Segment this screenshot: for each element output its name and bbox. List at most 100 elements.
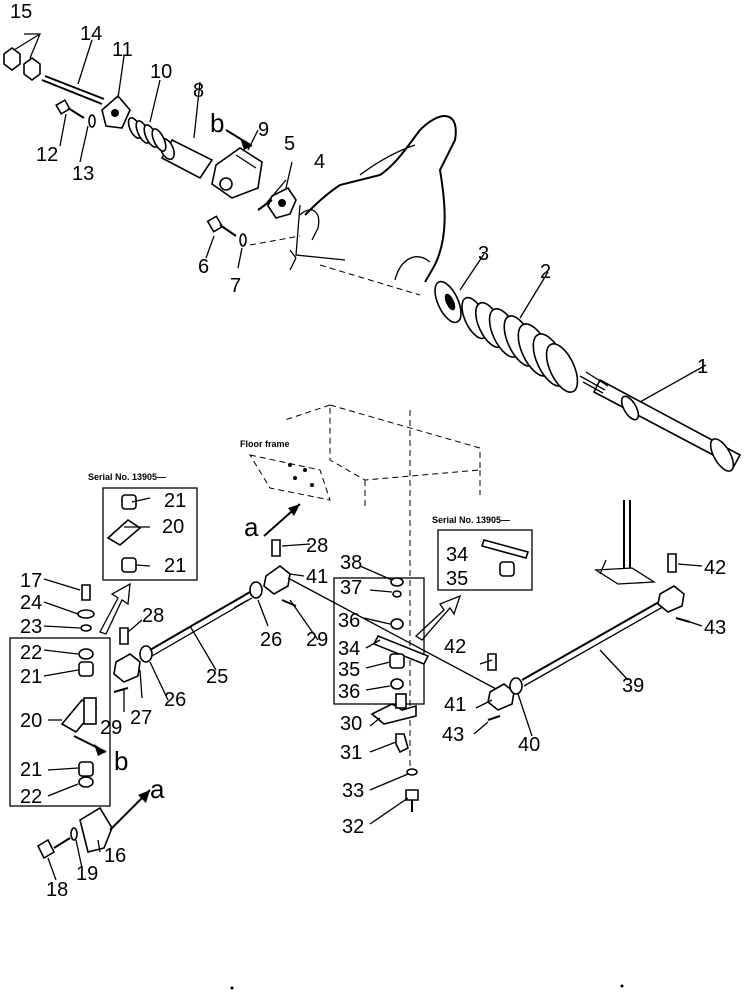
spring-part-2	[461, 296, 579, 393]
lever-part-34	[372, 634, 430, 666]
floor-frame: Floor frame	[240, 404, 481, 770]
part-number-2: 2	[540, 261, 551, 283]
ring-part-38	[390, 577, 404, 587]
part-number-21-inset-bottom: 21	[164, 555, 186, 577]
part-number-31: 31	[340, 742, 362, 764]
part-number-1: 1	[697, 356, 708, 378]
washer-part-7	[239, 233, 247, 247]
part-number-36-top: 36	[338, 610, 360, 632]
part-number-6: 6	[198, 256, 209, 278]
nut-part-26-right	[249, 581, 263, 599]
sleeve-part-8	[159, 137, 214, 180]
part-number-18: 18	[46, 879, 68, 901]
part-number-22-bottom: 22	[20, 786, 42, 808]
part-number-5: 5	[284, 133, 295, 155]
washer-part-37	[392, 590, 402, 598]
part-number-21-inset-top: 21	[164, 490, 186, 512]
bolt-part-28-left	[119, 627, 129, 645]
washer-part-24	[77, 609, 95, 619]
part-number-4: 4	[314, 151, 325, 173]
part-number-43-upper: 43	[704, 617, 726, 639]
part-number-39: 39	[622, 675, 644, 697]
pin-part-29-left	[113, 687, 129, 693]
part-number-29-left: 29	[100, 717, 122, 739]
part-number-20-inset: 20	[162, 516, 184, 538]
part-number-41-left: 41	[306, 566, 328, 588]
part-number-10: 10	[150, 61, 172, 83]
part-number-11: 11	[112, 39, 133, 61]
part-number-9: 9	[258, 119, 269, 141]
leader-lines	[13, 33, 707, 881]
part-number-16: 16	[104, 845, 126, 867]
view-label-b-lower: b	[114, 746, 128, 776]
block-part-27	[113, 653, 141, 683]
part-number-25: 25	[206, 666, 228, 688]
bolt-part-28-right	[271, 539, 281, 557]
bolt-part-17	[81, 584, 91, 601]
part-number-12: 12	[36, 144, 58, 166]
nuts-part-15	[3, 47, 41, 81]
part-number-26-left: 26	[164, 689, 186, 711]
part-number-27: 27	[130, 707, 152, 729]
part-number-14: 14	[80, 23, 102, 45]
bolt-part-12	[55, 99, 85, 119]
right-serial-inset: Serial No. 13905—	[432, 515, 533, 591]
stud-part-14	[41, 75, 105, 105]
bracket-part-16	[79, 806, 113, 853]
part-number-34: 34	[338, 638, 360, 660]
view-arrows	[263, 503, 301, 537]
part-number-19: 19	[76, 863, 98, 885]
part-number-37: 37	[340, 577, 362, 599]
part-number-38: 38	[340, 552, 362, 574]
serial-note-left: Serial No. 13905—	[88, 472, 166, 482]
part-number-28-left: 28	[142, 605, 164, 627]
pin-part-43-upper	[675, 617, 691, 623]
washer-part-13	[88, 114, 96, 128]
part-number-36-bottom: 36	[338, 681, 360, 703]
spring-part-10	[127, 117, 167, 152]
part-number-34-inset: 34	[446, 544, 468, 566]
nut-part-26-left	[139, 645, 153, 663]
part-number-33: 33	[342, 780, 364, 802]
part-number-21-top: 21	[20, 666, 42, 688]
part-number-labels: 1 2 3 4 5 6 7 8 9 10 11 12 13 14 15 16 1…	[10, 1, 726, 901]
nut-part-40	[509, 677, 523, 695]
part-number-35: 35	[338, 659, 360, 681]
part-number-21-bottom: 21	[20, 759, 42, 781]
center-bracket-assembly	[333, 577, 462, 812]
part-number-43-lower: 43	[442, 724, 464, 746]
pin-part-43-lower	[487, 715, 501, 721]
washer-part-19	[70, 827, 78, 841]
view-label-b-upper: b	[210, 108, 224, 138]
upper-spring-assembly	[3, 47, 742, 472]
spring-seat-part-3	[434, 280, 462, 324]
serial-note-right: Serial No. 13905—	[432, 515, 510, 525]
part-number-7: 7	[230, 275, 241, 297]
flange-part-11	[101, 94, 131, 129]
part-number-13: 13	[72, 163, 94, 185]
washer-part-33	[406, 768, 418, 776]
view-label-a-upper: a	[244, 512, 259, 542]
bolt-part-31	[395, 733, 409, 754]
bolt-part-18	[36, 838, 56, 860]
bolt-part-42-lower	[487, 653, 497, 671]
washer-part-23	[80, 624, 92, 632]
part-number-26-right: 26	[260, 629, 282, 651]
view-label-a-lower: a	[150, 774, 165, 804]
clevis-part-41-left	[263, 564, 291, 595]
nut-part-4	[267, 186, 297, 219]
housing-part-9	[211, 147, 263, 199]
part-number-24: 24	[20, 592, 42, 614]
clevis-part-41-upper	[657, 585, 685, 613]
part-number-30: 30	[340, 713, 362, 735]
bracket-part-30	[370, 703, 417, 725]
part-number-15: 15	[10, 1, 32, 23]
part-number-29-right: 29	[306, 629, 328, 651]
part-number-41-right: 41	[444, 694, 466, 716]
rod-part-25	[149, 539, 499, 691]
part-number-20: 20	[20, 710, 42, 732]
part-number-22-top: 22	[20, 642, 42, 664]
bolt-part-32	[405, 789, 419, 801]
rod-part-39	[487, 500, 691, 721]
